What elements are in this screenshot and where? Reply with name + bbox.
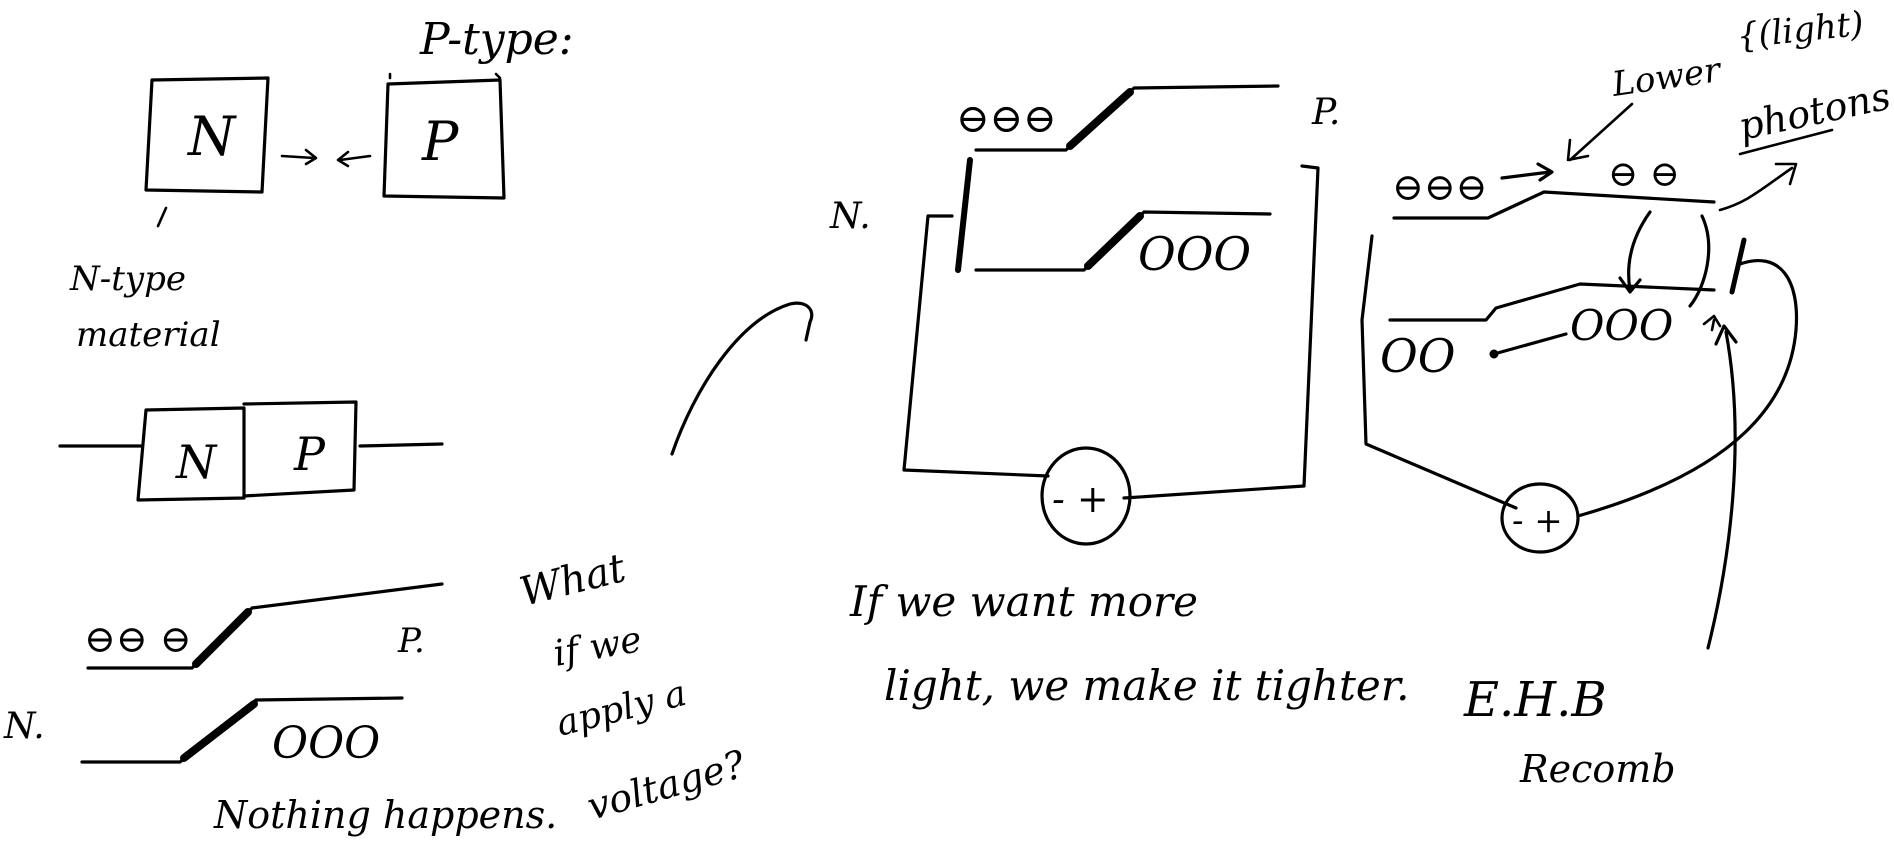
circuit-wire-3-right (1576, 258, 1799, 518)
wire-right (358, 442, 444, 448)
electrons-right-3: ⊖ ⊖ (1608, 154, 1680, 195)
lower-arrow (1566, 102, 1634, 162)
recombination-arrow-1 (1618, 210, 1652, 294)
n-type-label-line2: material (76, 315, 221, 355)
p-contact-bar (1729, 237, 1747, 295)
ehb-arrow (1706, 324, 1738, 650)
connector-arrow (670, 301, 814, 456)
p-block (242, 400, 358, 498)
hole-flow-arrow (1492, 332, 1568, 356)
separate-blocks-diagram: N P P-type: N-type material (69, 14, 574, 355)
voltage-question: What if we apply a voltage? (515, 545, 750, 829)
holes-label: OOO (272, 718, 380, 769)
electrons-left-3: ⊖⊖⊖ (1392, 165, 1488, 209)
n-block (136, 406, 246, 502)
led-recombination-diagram: ⊖⊖⊖ ⊖ ⊖ Lower {(light) photons OOO OO - … (1360, 4, 1894, 791)
battery-2 (1500, 482, 1580, 554)
photon-hint-arrow (1702, 314, 1722, 332)
band-diagram-biased: ⊖⊖⊖ P. N. OOO - + If we want more light,… (829, 84, 1410, 710)
p-side-label: P. (397, 621, 425, 661)
battery-1-label: - + (1052, 477, 1109, 521)
joined-junction-diagram: N P (58, 400, 444, 502)
photon-emission-arrow (1718, 162, 1798, 212)
p-box (382, 78, 506, 200)
p-block-label: P (293, 427, 326, 481)
lower-label: Lower (1609, 50, 1725, 105)
circuit-wire-left (902, 214, 1050, 478)
n-type-label-line1: N-type (69, 259, 186, 299)
holes-label-2: OOO (1138, 227, 1251, 281)
question-line1: What (515, 545, 631, 616)
battery-2-label: - + (1512, 501, 1563, 541)
question-line3: apply a (552, 673, 690, 745)
more-light-line2: light, we make it tighter. (884, 661, 1410, 710)
holes-left-3: OO (1380, 329, 1455, 383)
n-contact-bar (955, 157, 973, 273)
photons-label: photons (1735, 74, 1894, 149)
ehb-label: E.H.B (1463, 672, 1607, 728)
nothing-happens-label: Nothing happens. (213, 793, 557, 837)
n-side-label-2: N. (829, 196, 871, 237)
battery-1 (1040, 446, 1132, 546)
more-light-line1: If we want more (849, 577, 1198, 626)
n-side-label: N. (3, 706, 45, 747)
p-type-label: P-type: (419, 14, 574, 65)
arrow-left (336, 150, 372, 168)
p-side-label-2: P. (1311, 92, 1340, 133)
recombination-arrow-2 (1688, 214, 1711, 308)
question-line2: if we (550, 619, 644, 675)
p-box-label: P (421, 110, 460, 173)
valence-band-2-slope (1084, 212, 1144, 270)
circuit-wire-3-left (1360, 234, 1518, 510)
band-diagram-equilibrium: ⊖⊖ ⊖ P. N. OOO Nothing happens. (3, 582, 557, 837)
circuit-wire-right (1122, 164, 1320, 500)
valence-band-slope (180, 700, 258, 762)
conduction-band-slope (192, 608, 252, 668)
conduction-band-3 (1392, 190, 1716, 220)
electron-flow-arrow (1500, 162, 1554, 182)
conduction-band-2-slope (1066, 88, 1134, 150)
electrons-label-2: ⊖⊖⊖ (956, 96, 1057, 142)
n-box-label: N (186, 105, 237, 168)
recomb-label: Recomb (1519, 747, 1676, 791)
electrons-label: ⊖⊖ ⊖ (84, 617, 192, 661)
light-label: {(light) (1735, 4, 1866, 57)
holes-right-3: OOO (1570, 301, 1673, 350)
n-box (144, 76, 270, 194)
question-line4: voltage? (582, 742, 750, 829)
arrow-right (280, 148, 318, 166)
p-box-top-mark (388, 72, 502, 80)
hole-flow-arrowhead (1489, 349, 1499, 359)
n-block-label: N (175, 435, 218, 489)
n-type-pointer (156, 206, 168, 228)
photons-underline (1738, 128, 1834, 156)
